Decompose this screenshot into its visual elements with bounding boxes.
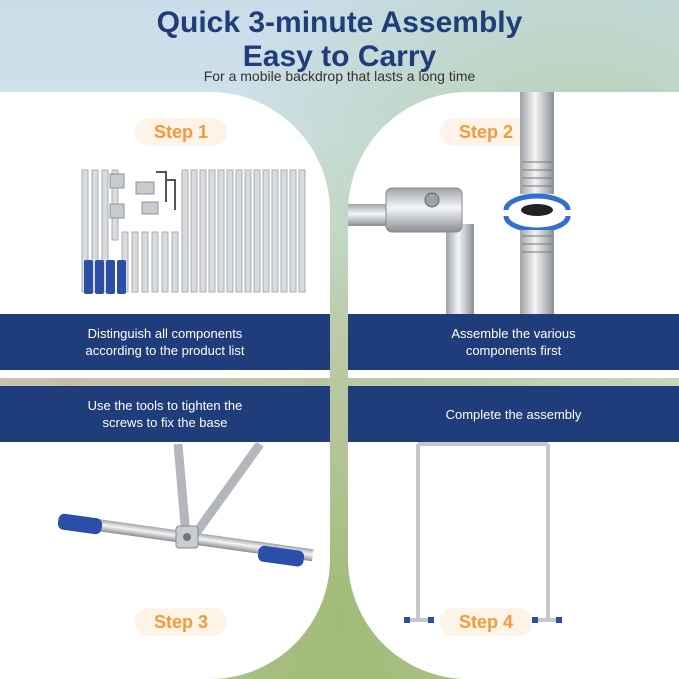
step-3-caption-line-2: screws to fix the base: [102, 415, 228, 430]
step-2-caption-line-2: components first: [465, 343, 562, 358]
step-1-card: Step 1 Distinguish al: [0, 92, 330, 378]
base-illustration: [57, 441, 314, 567]
step-2-label: Step 2: [440, 118, 532, 146]
step-1-caption-line-1: Distinguish all components: [87, 326, 243, 341]
step-3-card: Use the tools to tighten the screws to f…: [0, 386, 330, 679]
step-3-caption: Use the tools to tighten the screws to f…: [0, 386, 330, 442]
step-1-label: Step 1: [135, 118, 227, 146]
step-1-caption: Distinguish all components according to …: [0, 314, 330, 370]
step-2-card: Step 2 Assemble the various components f…: [348, 92, 679, 378]
step-4-label: Step 4: [440, 608, 532, 636]
step-3-caption-line-1: Use the tools to tighten the: [87, 398, 243, 413]
step-4-card: Complete the assembly Step 4: [348, 386, 679, 679]
step-4-caption: Complete the assembly: [348, 386, 679, 442]
components-illustration: [81, 169, 306, 294]
step-1-caption-line-2: according to the product list: [85, 343, 245, 358]
title-line-1: Quick 3-minute Assembly: [156, 6, 523, 39]
title-line-2: Easy to Carry: [242, 40, 437, 73]
step-2-caption-line-1: Assemble the various: [451, 326, 576, 341]
step-3-label: Step 3: [135, 608, 227, 636]
completed-frame-illustration: [404, 442, 562, 623]
step-2-caption: Assemble the various components first: [348, 314, 679, 370]
step-4-caption-line-1: Complete the assembly: [445, 406, 582, 422]
page-subtitle: For a mobile backdrop that lasts a long …: [203, 68, 476, 84]
page-title: Quick 3-minute Assembly Easy to Carry: [0, 6, 679, 74]
connector-illustration: [348, 92, 571, 320]
